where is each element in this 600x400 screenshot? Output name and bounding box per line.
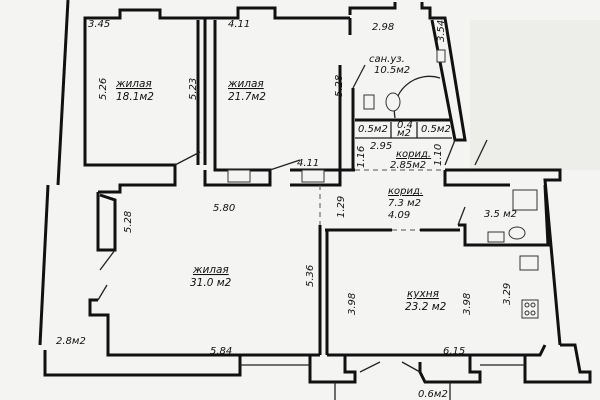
door-swings [97,64,488,373]
balcony-area: 2.8м2 [56,336,86,347]
toilet-icon [363,94,375,110]
toilet-icon [508,226,526,240]
room-name: жилая [227,78,264,90]
balcony-area: 0.6м2 [418,389,448,400]
burner-icon [524,310,530,316]
room-name: кухня [407,288,439,300]
dim-width: 2.95 [370,141,392,152]
dim-height: 5.28 [334,75,345,97]
dim-height: 3.98 [462,293,473,315]
sink-icon [487,231,505,243]
dim-width: 4.11 [228,19,250,30]
room-corridor2: корид. 7.3 м2 4.09 1.29 [336,186,423,221]
room-area: 10.5м2 [374,65,410,76]
dim-height: 3.54 [436,20,447,42]
dim-width: 2.98 [372,22,394,33]
dim-height: 5.28 [123,211,134,233]
burner-icon [530,310,536,316]
room-area: 23.2 м2 [405,301,447,313]
room-area: 2.85м2 [390,160,426,171]
room-name: корид. [396,149,431,160]
dim-width: 5.80 [213,203,235,214]
dim-height: 1.10 [433,144,444,166]
dim-height: 5.26 [98,78,109,100]
closet-area: 0.5м2 [421,124,451,135]
kitchen-sink-icon [519,255,539,271]
room-name: корид. [388,186,423,197]
dim-width-bottom: 5.84 [210,346,232,357]
dim-height: 3.29 [502,283,513,305]
dim-height: 5.36 [305,265,316,287]
burner-icon [524,302,530,308]
closets: 0.5м2 0.4 м2 0.5м2 [355,120,452,139]
radiator-icon [227,169,251,183]
room-corridor1: 2.95 1.16 корид. 2.85м2 1.10 [356,141,444,171]
room-name: сан.уз. [369,54,405,65]
bathtub-sink-icon [385,92,401,112]
dim-width-bottom: 4.11 [297,158,319,169]
dim-width: 3.45 [88,19,110,30]
closet-area: 0.4 [397,120,413,131]
room-name: жилая [115,78,152,90]
dim-height: 3.98 [347,293,358,315]
room-area: 21.7м2 [228,91,266,103]
closet-area-unit: м2 [397,128,411,139]
dim-length: 4.09 [388,210,410,221]
balcony-bottom: 0.6м2 [418,389,448,400]
background-text-smudge [470,20,600,170]
room-area: 18.1м2 [116,91,154,103]
room-name: жилая [192,264,229,276]
radiator-icon [301,169,325,183]
shower-icon [512,189,538,211]
burner-icon [530,302,536,308]
room-kitchen: 3.98 кухня 23.2 м2 3.98 3.29 6.15 [347,283,513,357]
room-wc: 3.5 м2 [484,209,517,220]
closet-area: 0.5м2 [358,124,388,135]
room-area: 31.0 м2 [190,277,232,289]
room-living2: 4.11 жилая 21.7м2 5.28 4.11 [227,19,345,169]
dim-height: 1.29 [336,196,347,218]
dim-width-bottom: 6.15 [443,346,465,357]
dim-height: 5.23 [188,78,199,100]
room-living1: 3.45 жилая 18.1м2 5.26 5.23 [88,19,199,103]
stove-icon [521,299,539,319]
balcony-left: 2.8м2 [56,336,86,347]
fixtures [227,49,539,319]
room-area: 3.5 м2 [484,209,517,220]
room-bathroom: 2.98 сан.уз. 10.5м2 3.54 [369,20,447,76]
sink-icon [436,49,446,63]
dim-height: 1.16 [356,146,367,168]
room-living3: 5.80 5.28 жилая 31.0 м2 5.36 5.84 [123,203,316,357]
room-area: 7.3 м2 [388,198,421,209]
